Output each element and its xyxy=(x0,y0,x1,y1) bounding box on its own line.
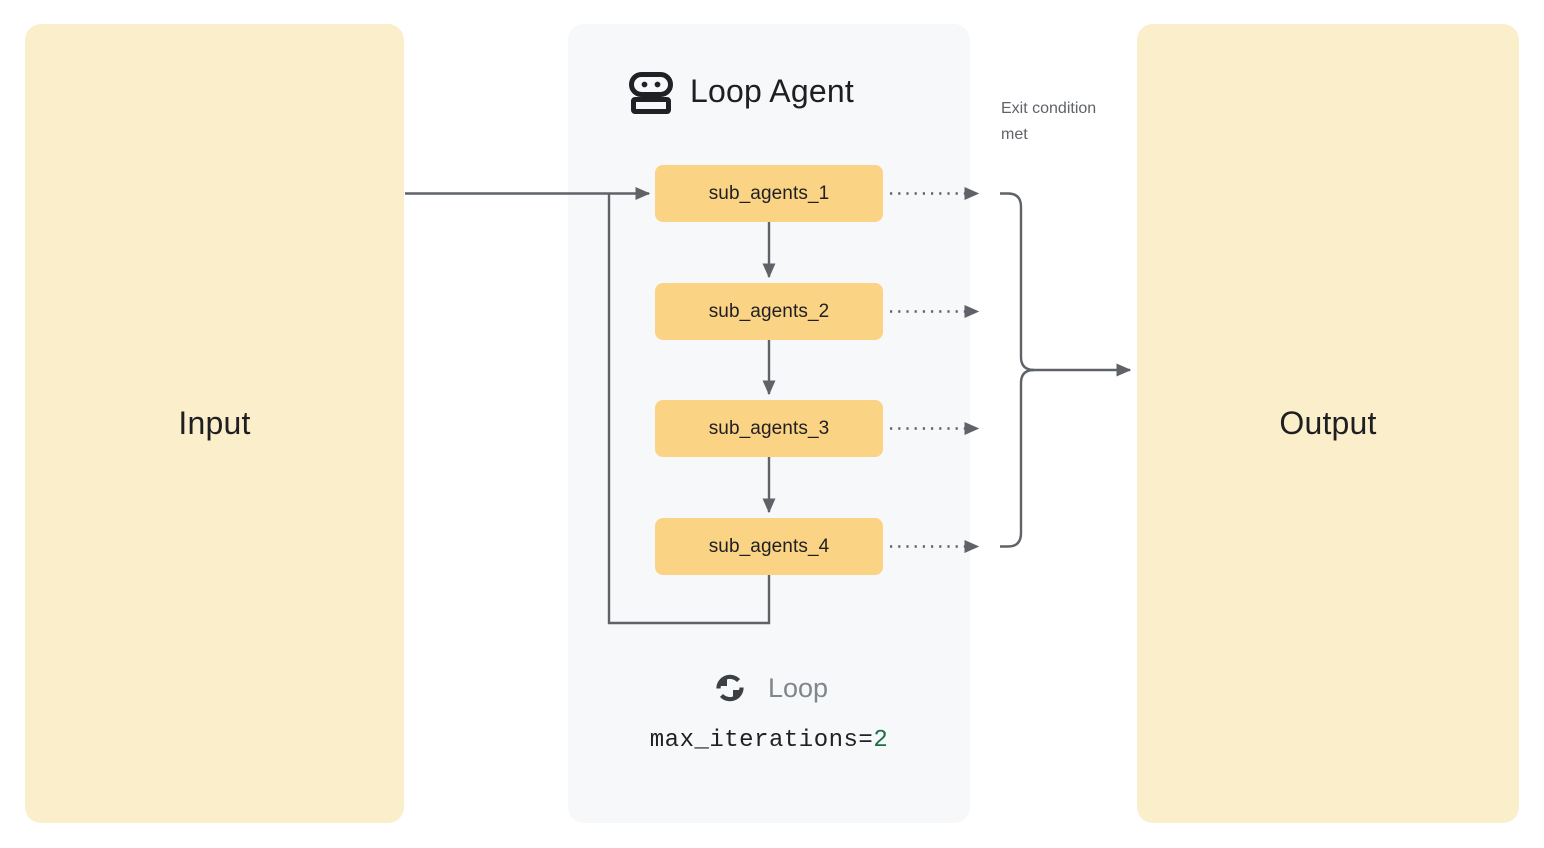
agent-label: sub_agents_4 xyxy=(708,535,830,557)
max-iterations-key: max_iterations= xyxy=(649,727,874,754)
max-iterations-number: 2 xyxy=(873,727,889,754)
loop-label: Loop xyxy=(767,672,829,703)
output-label: Output xyxy=(1279,405,1377,441)
agent-label: sub_agents_3 xyxy=(708,417,830,439)
agent-box[interactable]: sub_agents_3 xyxy=(655,400,883,457)
agent-label: sub_agents_1 xyxy=(708,182,830,204)
agent-box[interactable]: sub_agents_1 xyxy=(655,165,883,222)
loop-agent-header: Loop Agent xyxy=(628,68,854,114)
loop-refresh-icon xyxy=(710,668,750,708)
input-box: Input xyxy=(25,24,404,823)
agent-box[interactable]: sub_agents_2 xyxy=(655,283,883,340)
agent-label: sub_agents_2 xyxy=(708,300,830,322)
panel-title: Loop Agent xyxy=(690,73,854,109)
input-label: Input xyxy=(178,405,251,441)
loop-footer: Loop max_iterations=2 xyxy=(568,668,970,755)
exit-condition-label: Exit condition met xyxy=(1001,100,1097,143)
output-box: Output xyxy=(1137,24,1519,823)
agent-box[interactable]: sub_agents_4 xyxy=(655,518,883,575)
robot-icon xyxy=(628,68,674,114)
max-iterations-value: max_iterations=2 xyxy=(568,727,970,754)
wire-exit-collector xyxy=(1000,192,1035,548)
